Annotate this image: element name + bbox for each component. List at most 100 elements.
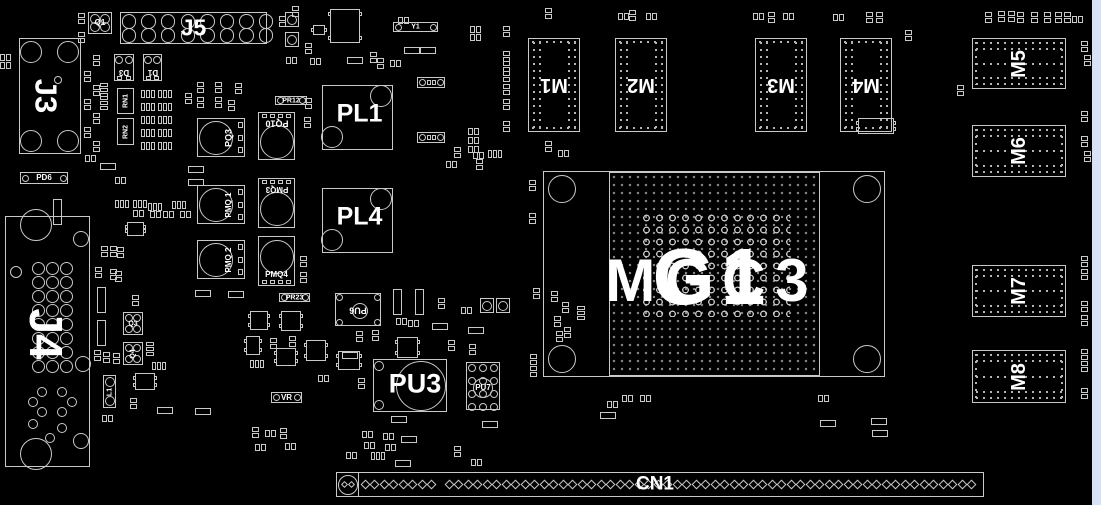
chip-m6[interactable]	[972, 125, 1066, 177]
smd-cap[interactable]	[285, 32, 299, 47]
shape	[545, 8, 552, 13]
chip-mgc3[interactable]	[543, 171, 885, 377]
smd-cap[interactable]	[496, 298, 510, 313]
component-q1[interactable]	[88, 12, 112, 34]
smd-label-box[interactable]	[228, 291, 244, 298]
component-pu6[interactable]	[335, 293, 381, 326]
component-d1[interactable]	[143, 54, 162, 81]
smd-label-box[interactable]	[97, 287, 106, 313]
smd-label-box[interactable]	[468, 327, 484, 334]
shape	[389, 433, 394, 440]
component-pr23[interactable]	[279, 293, 310, 302]
shape	[866, 18, 873, 23]
chip-m5[interactable]	[972, 38, 1066, 89]
smd-label-box[interactable]	[820, 420, 836, 427]
component-d3[interactable]	[114, 54, 134, 81]
shape	[113, 353, 120, 358]
smd-label-box[interactable]	[432, 323, 448, 330]
shape	[396, 60, 401, 67]
shape	[259, 348, 262, 352]
smd-ic[interactable]	[338, 351, 360, 370]
smd-ic[interactable]	[246, 336, 260, 355]
smd-label-box[interactable]	[871, 418, 887, 425]
smd-label-box[interactable]	[53, 199, 62, 225]
smd-label-box[interactable]	[404, 47, 420, 54]
smd-label-box[interactable]	[391, 416, 407, 423]
smd-ic[interactable]	[397, 337, 418, 358]
connector-j3[interactable]	[19, 38, 81, 154]
shape	[168, 90, 172, 98]
pad-circle	[59, 303, 73, 317]
pad-circle	[45, 331, 59, 345]
smd-label-box[interactable]	[157, 407, 173, 414]
component-y1[interactable]	[393, 22, 438, 32]
smd-label-box[interactable]	[401, 436, 417, 443]
component-pd6[interactable]	[20, 172, 68, 184]
smd-label-box[interactable]	[600, 412, 616, 419]
pad-circle	[479, 403, 487, 411]
shape	[78, 19, 85, 24]
component-pr12[interactable]	[275, 96, 307, 105]
smd-label-box[interactable]	[482, 421, 498, 428]
shape	[985, 18, 992, 23]
smd-osc[interactable]	[417, 77, 445, 88]
component-vr[interactable]	[271, 392, 302, 403]
pad-dots	[976, 275, 1062, 277]
smd-ic[interactable]	[127, 222, 144, 236]
smd-ic[interactable]	[276, 348, 296, 366]
component-pmq3[interactable]	[258, 178, 295, 228]
smd-label-box[interactable]	[420, 47, 436, 54]
component-l1[interactable]	[103, 375, 116, 408]
shape	[305, 49, 312, 54]
chip-m2[interactable]	[615, 38, 667, 132]
smd-label-box[interactable]	[188, 179, 204, 186]
component-q3[interactable]	[123, 312, 143, 335]
chip-m8[interactable]	[972, 350, 1066, 403]
shape	[141, 103, 145, 111]
scrollbar-strip[interactable]	[1092, 0, 1101, 505]
smd-label-box[interactable]	[195, 290, 211, 297]
shape	[503, 26, 510, 31]
component-pu3[interactable]	[373, 359, 447, 412]
smd-label-box[interactable]	[188, 166, 204, 173]
smd-ic[interactable]	[306, 340, 326, 361]
component-pmq1[interactable]	[197, 185, 245, 224]
smd-label-box[interactable]	[97, 320, 106, 346]
smd-ic[interactable]	[250, 311, 268, 330]
smd-osc[interactable]	[417, 132, 445, 143]
smd-label-box[interactable]	[872, 430, 888, 437]
component-pmq4[interactable]	[258, 236, 295, 286]
refdes-label: M5	[1008, 49, 1030, 78]
component-pl1[interactable]	[322, 85, 393, 150]
smd-label-box[interactable]	[342, 352, 358, 359]
chip-m3[interactable]	[755, 38, 807, 132]
pad-circle	[482, 300, 492, 311]
chip-m1[interactable]	[528, 38, 580, 132]
smd-ic[interactable]	[135, 373, 155, 390]
smd-label-box[interactable]	[393, 289, 402, 315]
smd-ic[interactable]	[858, 118, 894, 134]
smd-label-box[interactable]	[395, 460, 411, 467]
shape	[289, 336, 296, 341]
component-pq3[interactable]	[197, 118, 245, 157]
chip-m7[interactable]	[972, 265, 1066, 317]
smd-label-box[interactable]	[100, 163, 116, 170]
component-pq10[interactable]	[258, 112, 295, 160]
smd-label-box[interactable]	[415, 289, 424, 315]
component-rn2[interactable]	[117, 118, 134, 145]
shape	[146, 142, 150, 150]
smd-ic[interactable]	[281, 311, 301, 331]
refdes-label: CN1	[635, 473, 675, 495]
smd-label-box[interactable]	[195, 408, 211, 415]
component-pl4[interactable]	[322, 188, 393, 253]
pad-circle	[28, 419, 38, 429]
component-q4[interactable]	[123, 342, 143, 365]
component-rn1[interactable]	[117, 88, 134, 114]
chip-m4[interactable]	[840, 38, 892, 132]
smd-ic[interactable]	[330, 9, 360, 43]
pad-dots	[976, 397, 1062, 399]
component-pmq2[interactable]	[197, 240, 245, 279]
smd-label-box[interactable]	[347, 57, 363, 64]
smd-cap[interactable]	[480, 298, 494, 313]
